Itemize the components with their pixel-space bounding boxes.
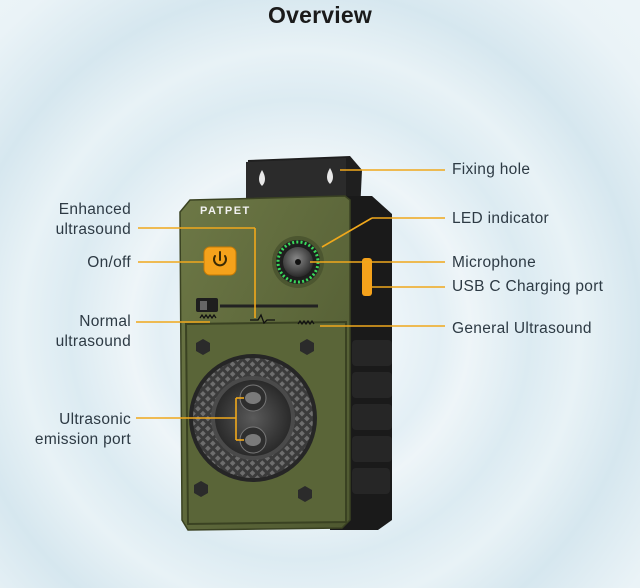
label-general-ultrasound: General Ultrasound <box>452 320 592 337</box>
label-on-off: On/off <box>87 254 131 271</box>
pulse-wave-icon <box>250 313 275 325</box>
zigzag-wave-icon <box>297 319 315 326</box>
callout-lines <box>136 169 445 441</box>
label-usb-c-charging-port: USB C Charging port <box>452 278 604 295</box>
usb-c-port[interactable] <box>362 258 372 296</box>
ultrasonic-emitter-top <box>239 384 267 412</box>
speaker-grille <box>189 354 317 482</box>
label-ultrasonic-emission-1: Ultrasonic <box>59 411 131 428</box>
corner-screws <box>194 339 314 502</box>
label-normal-ultrasound-2: ultrasound <box>55 333 131 350</box>
led-indicator <box>272 236 324 288</box>
zigzag-wave-icon <box>199 313 217 320</box>
ultrasonic-emitter-bottom <box>239 426 267 454</box>
page-title: Overview <box>268 2 372 28</box>
label-led-indicator: LED indicator <box>452 210 549 227</box>
label-enhanced-ultrasound-1: Enhanced <box>58 201 131 218</box>
fixing-hole-left <box>259 170 265 186</box>
label-enhanced-ultrasound-2: ultrasound <box>55 221 131 238</box>
label-ultrasonic-emission-2: emission port <box>34 431 131 448</box>
mode-switch[interactable] <box>196 298 318 312</box>
label-fixing-hole: Fixing hole <box>452 161 531 178</box>
power-button[interactable] <box>203 246 237 276</box>
label-microphone: Microphone <box>452 254 536 271</box>
power-icon <box>213 251 227 267</box>
label-normal-ultrasound-1: Normal <box>79 313 131 330</box>
brand-logo: PATPET <box>200 205 251 217</box>
fixing-hole-right <box>327 168 333 184</box>
